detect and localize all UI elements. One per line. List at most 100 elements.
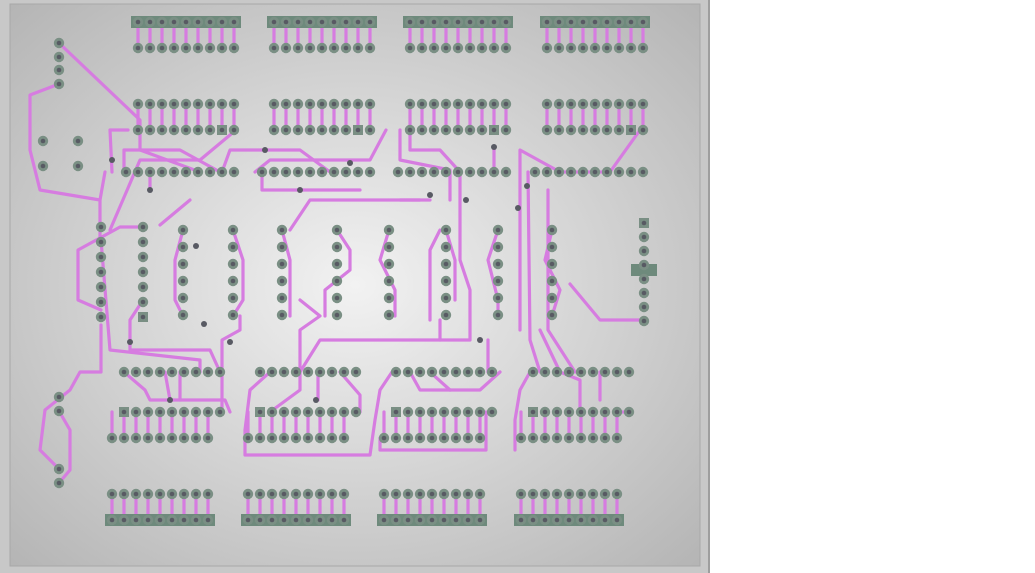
solder-pad-icon [192,124,204,136]
drill-hole [453,435,459,441]
solder-pad-icon [551,432,563,444]
drill-hole [578,369,584,375]
board-surface [9,3,701,567]
solder-pad-icon [214,366,226,378]
drill-hole [271,127,277,133]
solder-pad-icon [440,42,452,54]
solder-pad-icon [316,98,328,110]
drill-hole [443,312,449,318]
empty-canvas-area [712,0,1035,573]
solder-pad-icon [492,258,504,270]
drill-hole [157,491,163,497]
via-hole [109,157,115,163]
solder-pad-icon [340,166,352,178]
solder-pad-icon [119,407,129,417]
drill-hole [140,269,146,275]
via-hole [147,187,153,193]
solder-pad-icon [488,166,500,178]
solder-pad-icon [613,98,625,110]
via-hole [491,144,497,150]
drill-hole [56,394,62,400]
drill-hole [503,169,509,175]
drill-hole [181,491,187,497]
drill-hole [495,244,501,250]
drill-hole [441,435,447,441]
drill-hole [159,101,165,107]
solder-pad-icon [216,42,228,54]
solder-pad-icon [438,432,450,444]
solder-pad-icon [440,224,452,236]
solder-pad-icon [452,16,464,28]
drill-hole [159,169,165,175]
drill-hole [530,491,536,497]
drill-hole [381,517,387,523]
solder-pad-icon [156,16,168,28]
solder-pad-icon [328,42,340,54]
drill-hole [140,224,146,230]
drill-hole [503,45,509,51]
drill-hole [283,19,289,25]
solder-pad-icon [106,514,118,526]
drill-hole [56,67,62,73]
drill-hole [602,409,608,415]
solder-pad-icon [72,135,84,147]
solder-pad-icon [177,241,189,253]
solder-pad-icon [204,98,216,110]
solder-pad-icon [390,514,402,526]
solder-pad-icon [177,292,189,304]
drill-hole [98,239,104,245]
drill-hole [341,491,347,497]
drill-hole [334,244,340,250]
drill-hole [614,491,620,497]
drill-hole [580,45,586,51]
drill-hole [269,369,275,375]
solder-pad-icon [428,42,440,54]
solder-pad-icon [118,514,130,526]
solder-pad-icon [130,406,142,418]
drill-hole [181,369,187,375]
copper-trace-icon [398,128,452,202]
drill-hole [334,227,340,233]
drill-hole [602,517,608,523]
solder-pad-icon [464,166,476,178]
drill-hole [181,517,187,523]
solder-pad-icon [527,432,539,444]
solder-pad-icon [587,488,599,500]
copper-trace-icon [268,370,302,414]
solder-pad-icon [180,166,192,178]
solder-pad-icon [292,124,304,136]
solder-pad-icon [95,236,107,248]
drill-hole [269,435,275,441]
drill-hole [465,517,471,523]
solder-pad-icon [500,16,512,28]
drill-hole [616,19,622,25]
solder-pad-icon [464,16,476,28]
solder-pad-icon [589,42,601,54]
drill-hole [269,517,275,523]
drill-hole [279,244,285,250]
drill-hole [140,254,146,260]
solder-pad-icon [599,366,611,378]
drill-hole [317,369,323,375]
solder-pad-icon [625,42,637,54]
solder-pad-icon [177,224,189,236]
drill-hole [641,248,647,254]
drill-hole [491,169,497,175]
drill-hole [157,369,163,375]
solder-pad-icon [638,259,650,271]
drill-hole [549,278,555,284]
solder-pad-icon [404,16,416,28]
drill-hole [135,127,141,133]
drill-hole [568,101,574,107]
drill-hole [171,127,177,133]
via-icon [491,144,497,150]
solder-pad-icon [314,488,326,500]
copper-trace-icon [108,128,238,232]
solder-pad-icon [575,488,587,500]
solder-pad-icon [440,241,452,253]
solder-pad-icon [120,166,132,178]
drill-hole [133,435,139,441]
drill-hole [386,312,392,318]
drill-hole [628,19,634,25]
solder-pad-icon [390,432,402,444]
